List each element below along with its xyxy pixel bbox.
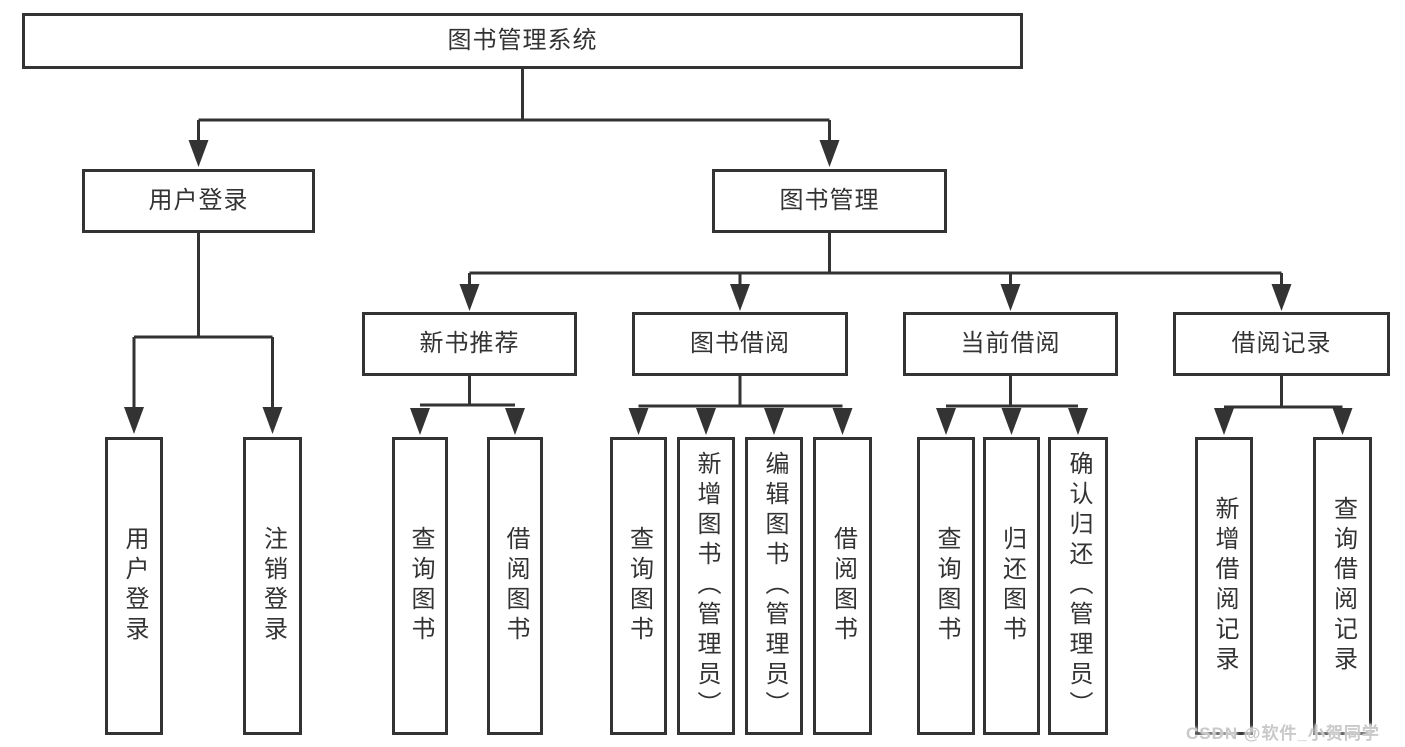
leaf-borrow-edit-books-admin: 编辑图书（管理员） bbox=[745, 437, 803, 735]
leaf-logout: 注销登录 bbox=[243, 437, 302, 735]
node-user-login: 用户登录 bbox=[82, 169, 315, 233]
node-book-borrow: 图书借阅 bbox=[632, 312, 848, 376]
node-borrow-records: 借阅记录 bbox=[1173, 312, 1390, 376]
leaf-records-add-record: 新增借阅记录 bbox=[1195, 437, 1253, 735]
node-new-book-recommend: 新书推荐 bbox=[362, 312, 577, 376]
leaf-borrow-borrow-books: 借阅图书 bbox=[813, 437, 872, 735]
leaf-newbook-query-books: 查询图书 bbox=[392, 437, 448, 735]
leaf-current-return-books: 归还图书 bbox=[983, 437, 1040, 735]
leaf-user-login: 用户登录 bbox=[105, 437, 163, 735]
leaf-newbook-borrow-books: 借阅图书 bbox=[487, 437, 543, 735]
leaf-records-query-record: 查询借阅记录 bbox=[1313, 437, 1372, 735]
leaf-current-query-books: 查询图书 bbox=[917, 437, 975, 735]
csdn-watermark: CSDN @软件_小贺同学 bbox=[1186, 724, 1380, 743]
node-current-borrow: 当前借阅 bbox=[903, 312, 1118, 376]
leaf-borrow-query-books: 查询图书 bbox=[610, 437, 667, 735]
node-root-system: 图书管理系统 bbox=[22, 13, 1023, 69]
leaf-borrow-add-books-admin: 新增图书（管理员） bbox=[677, 437, 735, 735]
leaf-current-confirm-return-admin: 确认归还（管理员） bbox=[1048, 437, 1108, 735]
node-book-management: 图书管理 bbox=[712, 169, 947, 233]
arrowheads bbox=[124, 140, 1353, 435]
